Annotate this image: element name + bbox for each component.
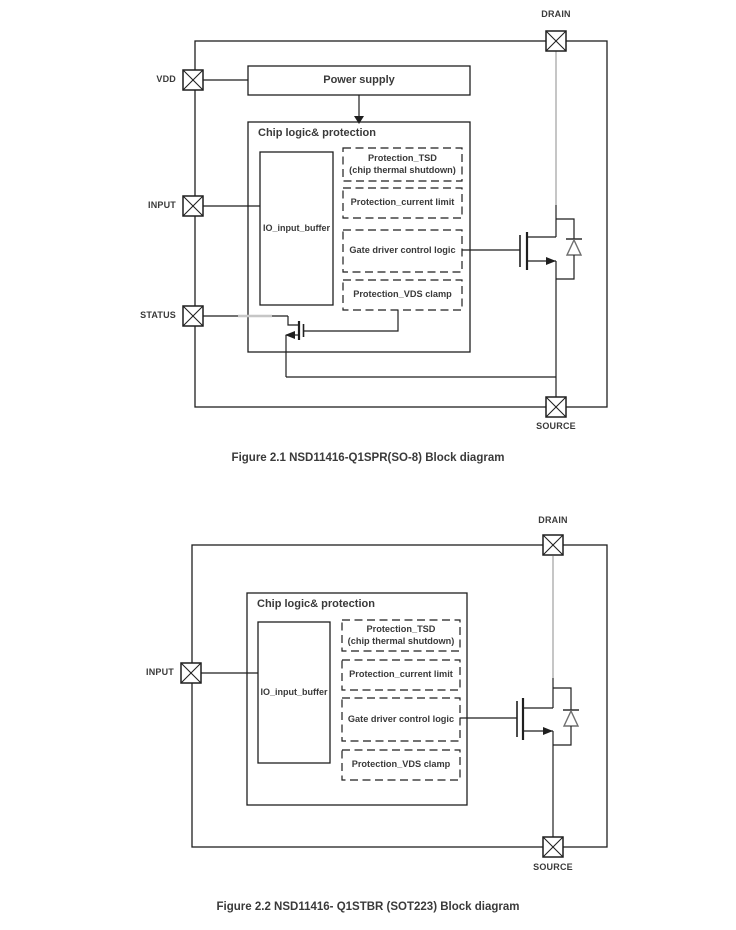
gate-driver-label: Gate driver control logic: [347, 713, 455, 724]
vdd-pin-label: VDD: [156, 74, 176, 84]
protection-current-limit-box: [342, 187, 463, 219]
status-source-arrow: [285, 331, 295, 339]
protection-tsd-box: [342, 147, 463, 182]
diode-triangle: [565, 238, 583, 256]
diode-bottom-lead: [553, 726, 572, 746]
status-pin-label: STATUS: [140, 310, 176, 320]
protection-vds-clamp-box: [341, 749, 461, 781]
power-supply-label: Power supply: [323, 73, 395, 86]
io-input-buffer-box: [257, 621, 331, 764]
diode-triangle: [562, 709, 580, 727]
input-pin-icon: [182, 195, 204, 217]
protection-vds-clamp-label: Protection_VDS clamp: [351, 759, 451, 770]
source-pin-label: SOURCE: [533, 862, 573, 872]
power-mosfet: [462, 232, 557, 397]
protection-vds-clamp-box: [342, 279, 463, 311]
chip-logic-box: [246, 592, 468, 806]
drain-pin-icon: [542, 534, 564, 556]
body-diode: [556, 218, 583, 280]
protection-vds-clamp-label: Protection_VDS clamp: [353, 289, 452, 300]
drain-pin-icon: [545, 30, 567, 52]
protection-tsd-line2: (chip thermal shutdown): [347, 635, 455, 646]
protection-tsd-line1: Protection_TSD: [366, 623, 436, 634]
protection-tsd-line2: (chip thermal shutdown): [349, 164, 456, 175]
source-pin-icon: [545, 396, 567, 418]
protection-tsd-label: Protection_TSD (chip thermal shutdown): [343, 148, 462, 181]
io-input-buffer-label: IO_input_buffer: [263, 223, 330, 234]
io-input-buffer-box: [259, 151, 334, 306]
vdd-pin-icon: [182, 69, 204, 91]
protection-current-limit-label: Protection_current limit: [349, 669, 453, 680]
figure2-diagram: [180, 534, 608, 858]
input-pin-icon: [180, 662, 202, 684]
source-pin-label: SOURCE: [536, 421, 576, 431]
diode-top-lead: [556, 218, 575, 239]
gate-driver-box: [341, 697, 461, 742]
chip-logic-label: Chip logic& protection: [257, 598, 375, 610]
figure1-caption: Figure 2.1 NSD11416-Q1SPR(SO-8) Block di…: [231, 452, 505, 464]
status-drain-lead: [287, 316, 299, 326]
protection-tsd-box: [341, 619, 461, 652]
outer-boundary-box: [194, 40, 608, 408]
down-arrowhead: [354, 116, 364, 124]
chip-logic-label: Chip logic& protection: [258, 127, 376, 139]
diode-top-lead: [553, 687, 572, 710]
diode-bottom-lead: [556, 255, 575, 280]
drain-pin-label: DRAIN: [541, 9, 571, 19]
status-pin-icon: [182, 305, 204, 327]
body-diode: [553, 687, 580, 746]
source-pin-icon: [542, 836, 564, 858]
status-transistor: [203, 310, 556, 378]
mosfet-source-arrow: [546, 257, 556, 265]
protection-tsd-label: Protection_TSD (chip thermal shutdown): [342, 620, 460, 651]
power-mosfet: [460, 698, 554, 837]
input-pin-label: INPUT: [148, 200, 176, 210]
figure1-diagram: [182, 30, 608, 418]
io-input-buffer-label: IO_input_buffer: [260, 687, 328, 698]
input-pin-label: INPUT: [146, 667, 174, 677]
protection-current-limit-box: [341, 659, 461, 691]
drain-pin-label: DRAIN: [538, 515, 568, 525]
protection-current-limit-label: Protection_current limit: [350, 197, 455, 208]
figure2-caption: Figure 2.2 NSD11416- Q1STBR (SOT223) Blo…: [216, 901, 520, 913]
gate-driver-label: Gate driver control logic: [349, 245, 456, 256]
gate-driver-box: [342, 229, 463, 273]
clamp-to-status-gate-wire: [303, 310, 399, 332]
mosfet-source-arrow: [543, 727, 553, 735]
protection-tsd-line1: Protection_TSD: [368, 152, 437, 163]
outer-boundary-box: [191, 544, 608, 848]
